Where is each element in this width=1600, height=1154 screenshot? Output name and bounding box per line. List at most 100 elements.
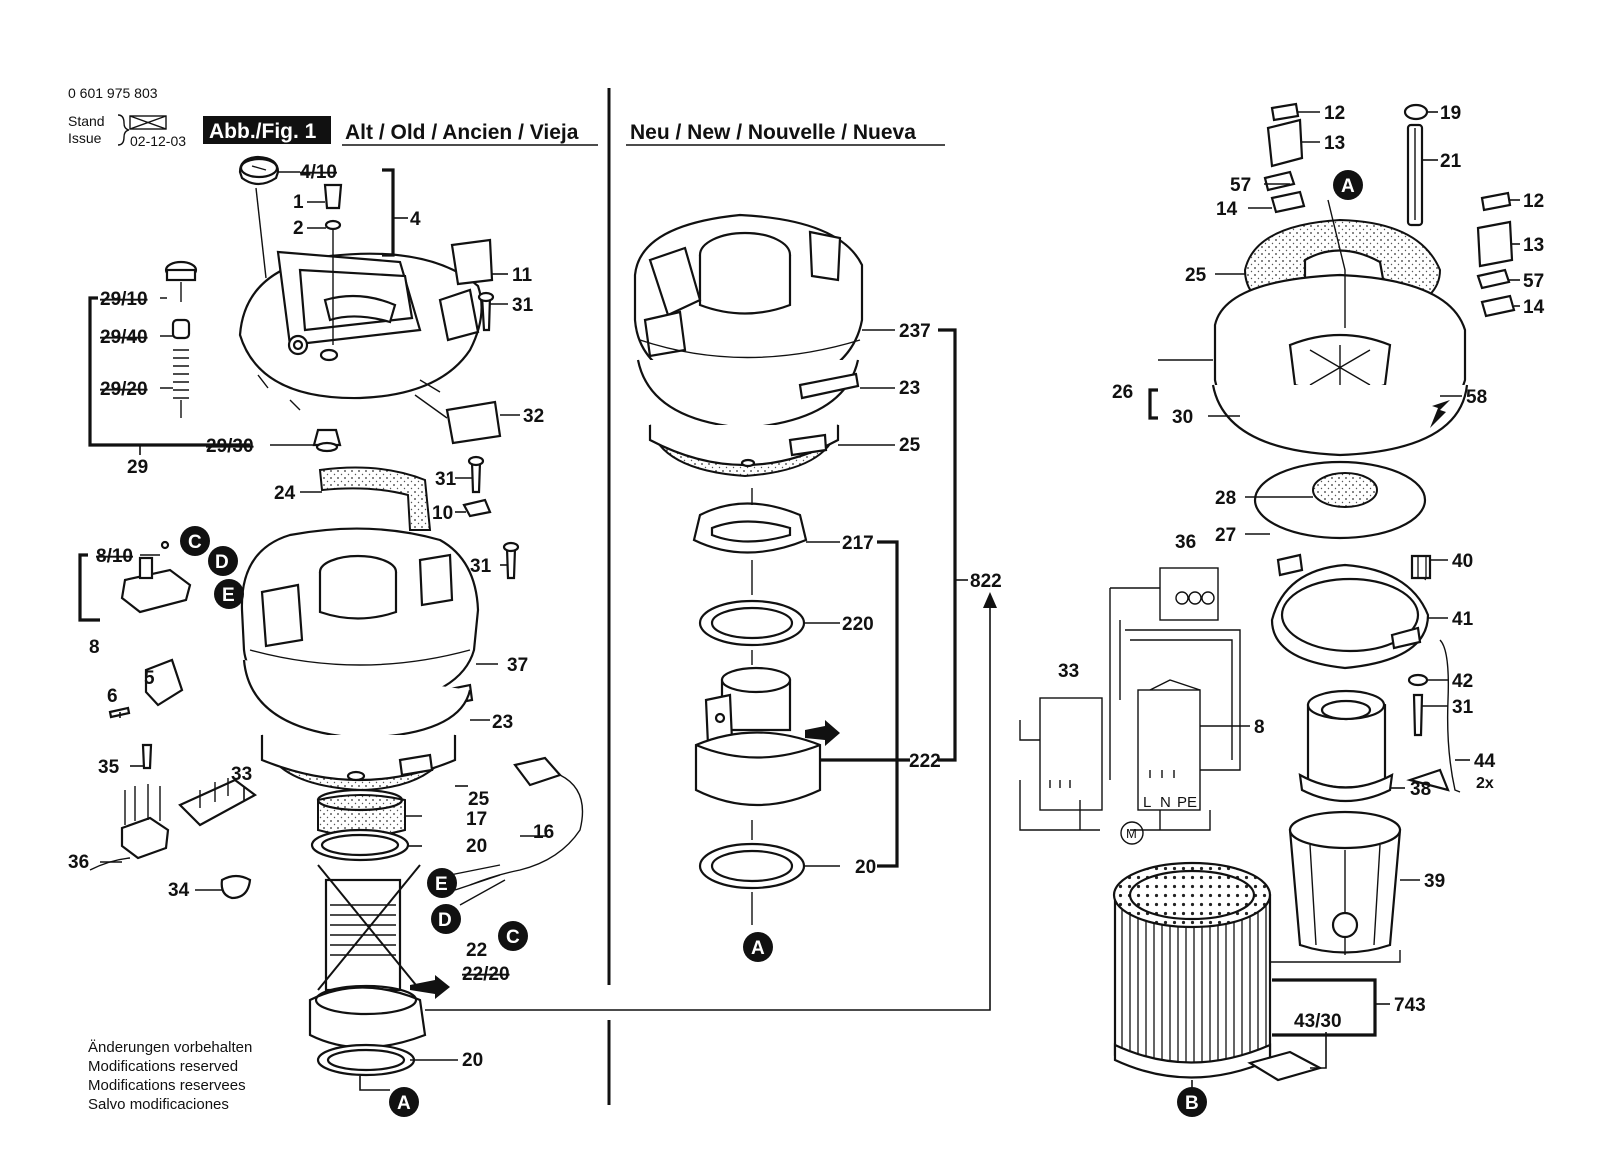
part-5-illustration xyxy=(144,658,184,707)
label-13-top: 13 xyxy=(1324,133,1345,154)
callout-c-top: C xyxy=(180,526,210,556)
issue-date: 02-12-03 xyxy=(130,133,186,149)
callout-c-cord: C xyxy=(498,921,528,951)
label-21: 21 xyxy=(1440,151,1462,172)
label-29: 29 xyxy=(127,457,148,478)
label-31-top: 31 xyxy=(512,295,534,316)
fig-label-box xyxy=(203,116,331,144)
label-11: 11 xyxy=(512,265,533,286)
strikeout-stamp-icon xyxy=(129,115,167,130)
callouts: C D E E D C A A xyxy=(180,170,1363,1117)
label-217: 217 xyxy=(842,533,874,554)
motor-22-crossed-illustration xyxy=(308,864,450,1077)
filter-24-illustration xyxy=(318,466,432,531)
label-222: 222 xyxy=(909,751,941,772)
footer-note: Änderungen vorbehalten Modifications res… xyxy=(88,1039,252,1113)
svg-text:D: D xyxy=(438,910,452,931)
label-28: 28 xyxy=(1215,488,1236,509)
svg-text:A: A xyxy=(397,1093,411,1114)
label-43-30: 43/30 xyxy=(1294,1011,1342,1032)
label-34: 34 xyxy=(168,880,190,901)
label-13-right: 13 xyxy=(1523,235,1544,256)
gasket-27-illustration xyxy=(1253,460,1427,540)
label-14-top: 14 xyxy=(1216,199,1238,220)
part-34-illustration xyxy=(220,874,252,900)
svg-text:C: C xyxy=(506,927,520,948)
label-57-right: 57 xyxy=(1523,271,1544,292)
filter-disc-28-illustration xyxy=(1312,472,1378,508)
label-31-right: 31 xyxy=(1452,697,1474,718)
label-743: 743 xyxy=(1394,995,1426,1016)
coil-13-top-illustration xyxy=(1266,118,1304,168)
leader-lines xyxy=(78,111,1520,1095)
label-37: 37 xyxy=(507,655,528,676)
header: 0 601 975 803 Stand Issue 02-12-03 Abb./… xyxy=(68,85,945,149)
label-31-mid: 31 xyxy=(435,469,457,490)
label-44: 44 xyxy=(1474,751,1496,772)
label-29-30: 29/30 xyxy=(206,436,254,457)
stand-label: Stand xyxy=(68,113,105,129)
part-2-illustration xyxy=(324,219,342,231)
clip-10-illustration xyxy=(462,498,492,518)
svg-text:E: E xyxy=(435,874,448,895)
label-6: 6 xyxy=(107,686,118,707)
footer-line-fr: Modifications reservees xyxy=(88,1077,246,1094)
label-39: 39 xyxy=(1424,871,1445,892)
washer-42-illustration xyxy=(1407,673,1429,687)
part-36-illustration xyxy=(89,784,170,871)
label-23-old: 23 xyxy=(492,712,513,733)
label-4-10: 4/10 xyxy=(300,162,337,183)
label-25-right: 25 xyxy=(1185,265,1207,286)
label-29-10: 29/10 xyxy=(100,289,148,310)
label-12-right: 12 xyxy=(1523,191,1544,212)
part-labels: 4/10 1 2 4 11 31 29/10 29/40 29/20 29/30… xyxy=(68,103,1545,1071)
float-38-illustration xyxy=(1298,689,1394,803)
callout-e-cord: E xyxy=(427,868,457,898)
callout-a-head: A xyxy=(1333,170,1363,200)
label-25-new: 25 xyxy=(899,435,921,456)
footer-line-es: Salvo modificaciones xyxy=(88,1096,229,1113)
bumper-29-illustration xyxy=(164,260,342,453)
svg-text:C: C xyxy=(188,532,202,553)
callout-e-top: E xyxy=(214,579,244,609)
label-23-new: 23 xyxy=(899,378,920,399)
label-40: 40 xyxy=(1452,551,1473,572)
pad-57-top-illustration xyxy=(1263,170,1296,192)
ring-41-illustration xyxy=(1270,553,1430,670)
label-33-old: 33 xyxy=(231,764,252,785)
label-822: 822 xyxy=(970,571,1002,592)
label-20-old: 20 xyxy=(466,836,487,857)
label-29-40: 29/40 xyxy=(100,327,148,348)
label-8-10: 8/10 xyxy=(96,546,133,567)
clip-44-illustration xyxy=(1439,639,1461,793)
motor-housing-illustration xyxy=(240,527,480,792)
heading-new: Neu / New / Nouvelle / Nueva xyxy=(630,121,916,144)
fig-label: Abb./Fig. 1 xyxy=(209,120,317,143)
svg-text:A: A xyxy=(751,938,765,959)
terminal-n-label: N xyxy=(1160,794,1171,811)
heading-old: Alt / Old / Ancien / Vieja xyxy=(345,121,579,144)
ring-217-illustration xyxy=(692,502,808,554)
screw-31-mid-illustration xyxy=(470,460,482,494)
motor-symbol-label: M xyxy=(1126,826,1137,841)
label-33-right: 33 xyxy=(1058,661,1079,682)
part-1-illustration xyxy=(323,183,343,210)
brace-icon xyxy=(117,114,130,146)
label-32: 32 xyxy=(523,406,544,427)
terminal-l-label: L xyxy=(1143,794,1151,811)
label-4: 4 xyxy=(410,209,421,230)
label-17: 17 xyxy=(466,809,487,830)
svg-text:A: A xyxy=(1341,176,1355,197)
label-19: 19 xyxy=(1440,103,1461,124)
part-32-illustration xyxy=(445,400,502,445)
label-29-20: 29/20 xyxy=(100,379,148,400)
label-10: 10 xyxy=(432,503,453,524)
pad-14-top-illustration xyxy=(1270,190,1306,214)
label-24: 24 xyxy=(274,483,296,504)
label-31-lower: 31 xyxy=(470,556,492,577)
callout-a-old: A xyxy=(389,1087,419,1117)
callout-d-cord: D xyxy=(431,904,461,934)
board-33-illustration xyxy=(178,778,258,827)
footer-line-en: Modifications reserved xyxy=(88,1058,238,1075)
